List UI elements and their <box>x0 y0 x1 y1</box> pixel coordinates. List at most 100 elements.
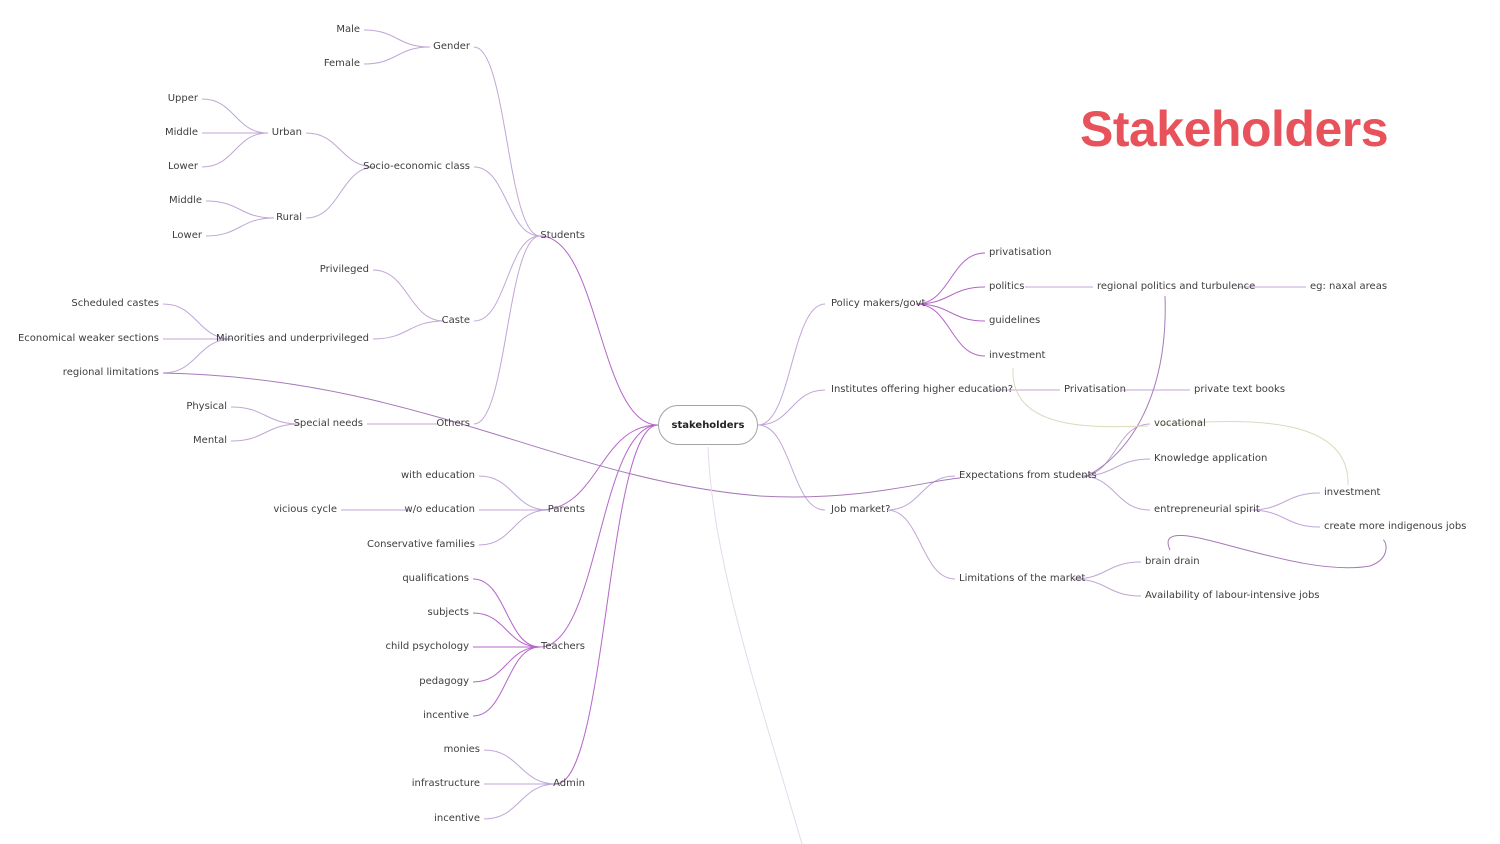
node-pedagogy[interactable]: pedagogy <box>419 676 469 687</box>
node-special-needs[interactable]: Special needs <box>293 418 363 429</box>
connector-line <box>886 509 956 580</box>
connector-line <box>205 217 275 237</box>
connector-line <box>478 509 549 546</box>
node-expectations[interactable]: Expectations from students <box>959 470 1097 481</box>
connector-line <box>305 166 376 219</box>
node-guidelines[interactable]: guidelines <box>989 315 1041 326</box>
connector-line <box>915 252 986 305</box>
node-subjects[interactable]: subjects <box>427 607 469 618</box>
connector-line <box>555 424 659 785</box>
node-privileged[interactable]: Privileged <box>319 264 369 275</box>
connector-line <box>363 46 431 65</box>
connector-line <box>372 269 445 322</box>
page-title: Stakeholders <box>1080 101 1389 157</box>
node-rural[interactable]: Rural <box>276 212 302 223</box>
node-child-psychology[interactable]: child psychology <box>385 641 469 652</box>
node-parents[interactable]: Parents <box>547 504 585 515</box>
node-economical-weaker-sections[interactable]: Economical weaker sections <box>17 333 159 344</box>
node-scheduled-castes[interactable]: Scheduled castes <box>71 298 159 309</box>
connector-lines <box>162 29 1387 844</box>
node-wo-education[interactable]: w/o education <box>404 504 475 515</box>
node-gender[interactable]: Gender <box>433 41 470 52</box>
node-labour-intensive-jobs[interactable]: Availability of labour-intensive jobs <box>1145 590 1320 601</box>
root-node[interactable]: stakeholders <box>658 405 758 445</box>
node-knowledge-application[interactable]: Knowledge application <box>1154 453 1268 464</box>
connector-line <box>1082 295 1166 479</box>
node-investment-policy[interactable]: investment <box>989 350 1046 361</box>
node-conservative-families[interactable]: Conservative families <box>367 539 475 550</box>
connector-line <box>372 320 445 340</box>
connector-line <box>707 446 803 844</box>
node-middle-urban[interactable]: Middle <box>164 127 198 138</box>
connector-line <box>483 749 557 785</box>
connector-line <box>363 29 431 48</box>
node-monies[interactable]: monies <box>443 744 480 755</box>
connector-line <box>1072 578 1142 597</box>
connector-line <box>162 372 961 498</box>
node-privatisation[interactable]: privatisation <box>989 247 1052 258</box>
node-others[interactable]: Others <box>436 418 470 429</box>
node-urban[interactable]: Urban <box>271 127 302 138</box>
connector-line <box>757 303 826 426</box>
node-vicious-cycle[interactable]: vicious cycle <box>273 504 337 515</box>
node-teachers[interactable]: Teachers <box>541 641 585 652</box>
node-caste[interactable]: Caste <box>441 315 470 326</box>
connector-line <box>915 286 986 305</box>
connector-line <box>915 303 986 322</box>
node-incentive-admin[interactable]: incentive <box>434 813 480 824</box>
node-brain-drain[interactable]: brain drain <box>1145 556 1200 567</box>
node-job-market[interactable]: Job market? <box>831 504 891 515</box>
connector-line <box>473 235 541 322</box>
connector-line <box>539 424 659 511</box>
node-physical[interactable]: Physical <box>186 401 227 412</box>
node-regional-limitations[interactable]: regional limitations <box>62 367 159 378</box>
node-admin[interactable]: Admin <box>553 778 585 789</box>
node-minorities[interactable]: Minorities and underprivileged <box>216 333 369 344</box>
connector-line <box>1159 420 1349 486</box>
node-lower-urban[interactable]: Lower <box>168 161 198 172</box>
node-male[interactable]: Male <box>336 24 360 35</box>
node-regional-politics[interactable]: regional politics and turbulence <box>1097 281 1256 292</box>
connector-line <box>915 303 986 357</box>
node-middle-rural[interactable]: Middle <box>168 195 202 206</box>
node-investment-entrepreneurial[interactable]: investment <box>1324 487 1381 498</box>
node-students[interactable]: Students <box>540 230 585 241</box>
connector-line <box>757 389 826 426</box>
node-female[interactable]: Female <box>323 58 360 69</box>
node-privatisation-institutes[interactable]: Privatisation <box>1064 384 1126 395</box>
connector-line <box>1080 475 1151 511</box>
node-institutes[interactable]: Institutes offering higher education? <box>831 384 1014 395</box>
connector-line <box>483 783 557 820</box>
connector-line <box>1249 492 1321 511</box>
connector-line <box>478 475 549 511</box>
node-with-education[interactable]: with education <box>400 470 475 481</box>
connector-line <box>473 235 541 425</box>
node-naxal-areas[interactable]: eg: naxal areas <box>1310 281 1388 292</box>
connector-line <box>1249 509 1321 528</box>
node-incentive-teachers[interactable]: incentive <box>423 710 469 721</box>
node-lower-rural[interactable]: Lower <box>172 230 202 241</box>
connector-line <box>539 235 659 426</box>
connector-line <box>472 612 541 648</box>
node-vocational[interactable]: vocational <box>1154 418 1206 429</box>
node-upper[interactable]: Upper <box>167 93 198 104</box>
connector-line <box>473 46 541 237</box>
connector-line <box>205 200 275 219</box>
connector-line <box>1072 561 1142 580</box>
connector-line <box>230 406 301 425</box>
connector-line <box>162 338 233 374</box>
connector-line <box>1167 534 1387 569</box>
node-mental[interactable]: Mental <box>193 435 227 446</box>
node-private-text-books[interactable]: private text books <box>1194 384 1286 395</box>
connector-line <box>230 423 301 442</box>
node-entrepreneurial-spirit[interactable]: entrepreneurial spirit <box>1154 504 1260 515</box>
node-limitations-market[interactable]: Limitations of the market <box>959 573 1086 584</box>
node-infrastructure[interactable]: infrastructure <box>411 778 480 789</box>
node-qualifications[interactable]: qualifications <box>402 573 469 584</box>
node-politics[interactable]: politics <box>989 281 1025 292</box>
node-indigenous-jobs[interactable]: create more indigenous jobs <box>1324 521 1467 532</box>
node-policy-makers[interactable]: Policy makers/govt <box>831 298 926 309</box>
node-socio-economic-class[interactable]: Socio-economic class <box>363 161 470 172</box>
connector-line <box>473 166 541 237</box>
connector-line <box>886 475 956 511</box>
